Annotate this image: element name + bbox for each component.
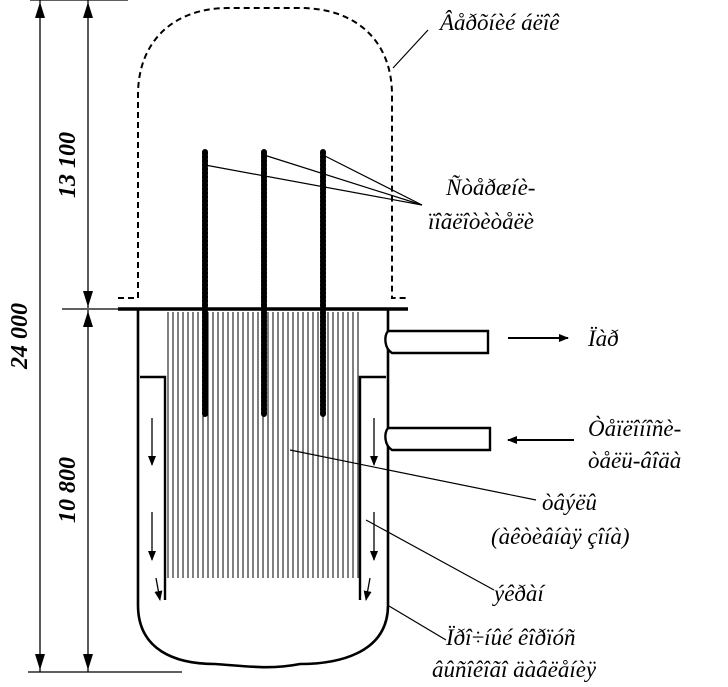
control-rods [202, 149, 326, 417]
label-control-rods-1: Ñòåðæíè- [445, 174, 535, 200]
leader-lines [204, 29, 537, 641]
label-fuel-2: (àêòèâíàÿ çîíà) [491, 524, 630, 549]
label-feedwater-1: Òåïëîíîñè- [588, 415, 681, 441]
fuel-rods-bundle [167, 312, 359, 578]
steam-nozzle [384, 329, 490, 355]
label-fuel-1: òâýëû [542, 490, 597, 515]
label-vessel-2: âûñîêîãî äàâëåíèÿ [432, 657, 597, 682]
label-steam: Ïàð [587, 326, 619, 351]
leader-screen [365, 519, 495, 591]
dimension-arrowheads [35, 2, 93, 670]
dimension-lines [28, 0, 182, 673]
leader-vessel [388, 605, 447, 641]
leader-fuel [289, 449, 537, 501]
dim-lower-label: 10 800 [55, 457, 81, 523]
label-feedwater-2: òåëü-âîäà [588, 448, 681, 473]
pressure-vessel [136, 309, 390, 669]
leader-upper-block [392, 29, 429, 69]
upper-block-dome [118, 7, 408, 299]
dim-upper-label: 13 100 [55, 132, 81, 198]
label-screen: ýêðàí [492, 581, 546, 606]
label-control-rods-2: ïîãëîòèòåëè [428, 209, 534, 234]
downcomer-arrows [148, 418, 378, 601]
feedwater-nozzle [384, 426, 492, 452]
label-vessel-1: Ïðî÷íûé êîðïóñ [445, 625, 576, 650]
label-upper-block: Âåðõíèé áëîê [438, 10, 560, 35]
dim-total-label: 24 000 [7, 303, 33, 370]
reactor-screen [140, 375, 386, 600]
